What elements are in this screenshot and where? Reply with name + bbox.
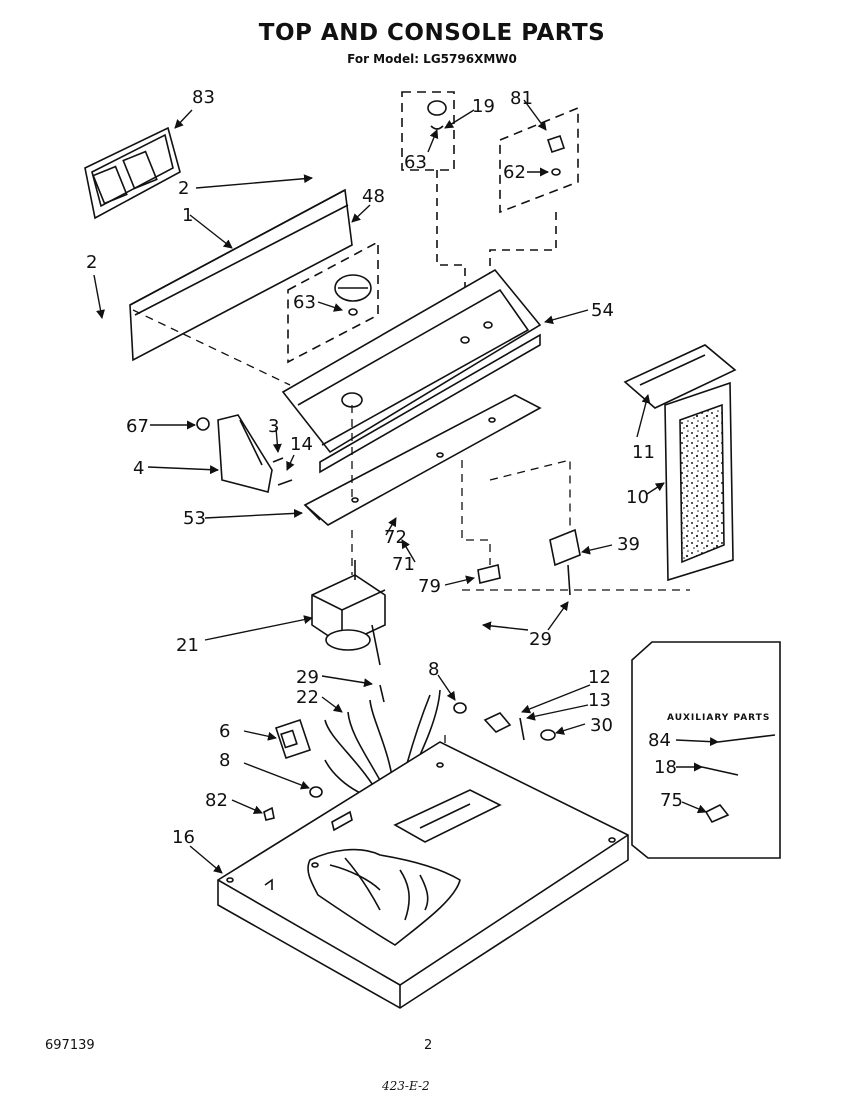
- callout-11: 11: [632, 442, 655, 463]
- console-panel-83: [84, 126, 181, 220]
- switch-39: [549, 528, 581, 596]
- callout-16: 16: [172, 827, 195, 848]
- callout-2: 2: [178, 178, 189, 199]
- callout-29: 29: [296, 667, 319, 688]
- callout-10: 10: [626, 487, 649, 508]
- page-title: TOP AND CONSOLE PARTS: [258, 20, 606, 46]
- callout-53: 53: [183, 508, 206, 529]
- callout-8: 8: [428, 659, 439, 680]
- part-79: [477, 564, 501, 584]
- callout-81: 81: [510, 88, 533, 109]
- auxiliary-labels: 84 18 75: [648, 730, 683, 811]
- page-number: 2: [424, 1038, 433, 1053]
- knob-group-81: [489, 106, 579, 320]
- auxiliary-parts-title: AUXILIARY PARTS: [667, 713, 770, 723]
- callout-79: 79: [418, 576, 441, 597]
- auxiliary-box: [631, 641, 781, 859]
- callout-30: 30: [590, 715, 613, 736]
- small-hardware: [263, 684, 556, 821]
- handwritten-code: 423-E-2: [382, 1079, 430, 1093]
- console-bracket-53: [303, 394, 542, 526]
- callout-62: 62: [503, 162, 526, 183]
- callout-63: 63: [293, 292, 316, 313]
- callout-63: 63: [404, 152, 427, 173]
- callout-48: 48: [362, 186, 385, 207]
- callout-54: 54: [591, 300, 614, 321]
- callout-22: 22: [296, 687, 319, 708]
- leader-lines: [93, 99, 719, 874]
- end-cap-4: [196, 414, 293, 493]
- document-number: 697139: [45, 1038, 95, 1053]
- callout-82: 82: [205, 790, 228, 811]
- callout-12: 12: [588, 667, 611, 688]
- callout-8: 8: [219, 750, 230, 771]
- callout-6: 6: [219, 721, 230, 742]
- callout-2: 2: [86, 252, 97, 273]
- callout-29: 29: [529, 629, 552, 650]
- callout-39: 39: [617, 534, 640, 555]
- connector-6: [274, 718, 312, 760]
- callout-3: 3: [268, 416, 279, 437]
- model-subtitle: For Model: LG5796XMW0: [347, 52, 517, 66]
- aux-callout-18: 18: [654, 757, 677, 778]
- callout-13: 13: [588, 690, 611, 711]
- callout-67: 67: [126, 416, 149, 437]
- console-back-panel-1: [129, 188, 353, 362]
- lint-screen-10: [664, 381, 734, 582]
- aux-callout-84: 84: [648, 730, 671, 751]
- callout-4: 4: [133, 458, 144, 479]
- console-front-54: [281, 268, 542, 474]
- callout-14: 14: [290, 434, 313, 455]
- top-cover-16: [217, 741, 629, 1009]
- timer-21: [311, 560, 386, 666]
- callout-1: 1: [182, 205, 193, 226]
- callout-72: 72: [384, 527, 407, 548]
- aux-callout-75: 75: [660, 790, 683, 811]
- callout-21: 21: [176, 635, 199, 656]
- callout-71: 71: [392, 554, 415, 575]
- callout-19: 19: [472, 96, 495, 117]
- callout-83: 83: [192, 87, 215, 108]
- knob-group-48: [287, 240, 379, 364]
